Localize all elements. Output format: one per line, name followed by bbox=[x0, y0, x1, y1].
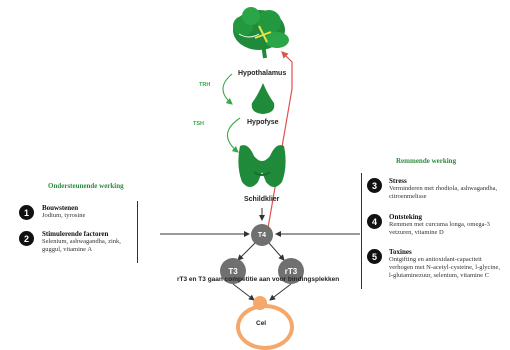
item-title: Bouwstenen bbox=[42, 204, 79, 212]
hypothalamus-label: Hypothalamus bbox=[238, 70, 287, 77]
item-title: Toxines bbox=[389, 248, 412, 256]
receptor-dot bbox=[253, 296, 267, 310]
hypofyse-label: Hypofyse bbox=[247, 119, 279, 126]
schildklier-label: Schildklier bbox=[244, 196, 280, 203]
trh-label: TRH bbox=[199, 82, 211, 88]
step-number: 5 bbox=[367, 249, 382, 264]
rt3-node: rT3 bbox=[278, 258, 304, 284]
left-section-title: Ondersteunende werking bbox=[48, 182, 124, 190]
tsh-label: TSH bbox=[193, 121, 204, 127]
trh-arrow bbox=[222, 73, 233, 105]
item-title: Stimulerende factoren bbox=[42, 230, 109, 238]
right-divider bbox=[361, 173, 362, 289]
step-number: 4 bbox=[367, 214, 382, 229]
t4-node: T4 bbox=[251, 224, 273, 246]
item-desc: Remmen met curcuma longa, omega-3 vetzur… bbox=[389, 221, 490, 236]
item-desc: Selenium, ashwagandha, zink, guggul, vit… bbox=[42, 238, 121, 253]
t3-node: T3 bbox=[220, 258, 246, 284]
pituitary-icon bbox=[251, 83, 275, 114]
cel-label: Cel bbox=[256, 320, 267, 327]
item-desc: Verminderen met rhodiola, ashwagandha, c… bbox=[389, 185, 498, 200]
thyroid-icon bbox=[238, 145, 286, 187]
item-desc: Jodium, tyrosine bbox=[42, 212, 86, 219]
left-divider bbox=[137, 201, 138, 263]
tsh-arrow bbox=[226, 117, 241, 153]
step-number: 1 bbox=[19, 205, 34, 220]
right-section-title: Remmende werking bbox=[396, 157, 457, 165]
cel-ring bbox=[236, 304, 294, 350]
item-title: Stress bbox=[389, 177, 407, 185]
step-number: 3 bbox=[367, 178, 382, 193]
competitie-label: rT3 en T3 gaan competitie aan voor bindi… bbox=[177, 276, 340, 283]
step-number: 2 bbox=[19, 231, 34, 246]
item-title: Ontsteking bbox=[389, 213, 423, 221]
brain-icon bbox=[233, 7, 289, 59]
item-desc: Ontgifting en antioxidant-capaciteit ver… bbox=[389, 256, 500, 279]
